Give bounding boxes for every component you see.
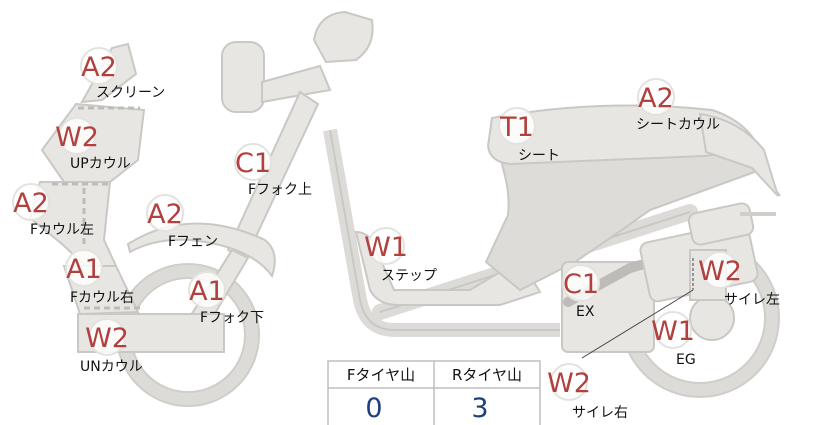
part-label: サイレ左	[724, 292, 780, 308]
part-up-cowl: W2 UPカウル	[55, 117, 131, 172]
part-label: ステップ	[381, 268, 437, 284]
front-fender	[126, 222, 276, 279]
part-label: EX	[576, 304, 595, 320]
part-label: スクリーン	[96, 85, 165, 101]
leader-line-silencer-right	[581, 289, 694, 359]
part-label: UNカウル	[80, 359, 143, 375]
grade-text: A2	[81, 52, 117, 83]
part-screen: A2 スクリーン	[80, 47, 165, 101]
part-label: UPカウル	[70, 156, 131, 172]
part-silencer-left: W2 サイレ左	[698, 251, 780, 308]
grade-badge	[234, 143, 272, 181]
part-f-fork-upper: C1 Fフォク上	[234, 143, 312, 198]
rear-tire-value: 3	[471, 393, 488, 424]
grade-text: W1	[651, 316, 695, 347]
part-un-cowl: W2 UNカウル	[80, 318, 143, 375]
grade-text: C1	[235, 148, 271, 179]
part-label: EG	[676, 352, 696, 368]
grade-text: W2	[547, 368, 591, 399]
grade-badge	[654, 311, 692, 349]
part-exhaust: C1 EX	[562, 264, 600, 320]
part-seat: T1 シート	[498, 107, 560, 164]
part-f-cowl-right: A1 Fカウル右	[65, 249, 134, 306]
part-label: Fカウル右	[70, 290, 134, 306]
grade-badge	[58, 117, 96, 155]
part-label: Fフェン	[168, 234, 218, 250]
grade-badge	[12, 183, 50, 221]
grade-text: W2	[698, 256, 742, 287]
grade-text: A1	[66, 254, 102, 285]
grade-badge	[65, 249, 103, 287]
part-seat-cowl: A2 シートカウル	[636, 78, 720, 133]
grade-text: W2	[55, 122, 99, 153]
part-engine: W1 EG	[651, 311, 696, 368]
part-f-fender: A2 Fフェン	[146, 194, 218, 250]
part-silencer-right: W2 サイレ右	[547, 363, 628, 421]
grade-text: W2	[85, 323, 129, 354]
grade-badge	[367, 227, 405, 265]
grade-text: A2	[638, 83, 674, 114]
part-f-fork-lower: A1 Fフォク下	[188, 271, 264, 326]
front-tire-value: 0	[365, 393, 382, 424]
grade-badge	[701, 251, 739, 289]
grade-badge	[80, 47, 118, 85]
grade-badge	[637, 78, 675, 116]
grade-text: A2	[13, 188, 49, 219]
rear-tire-header: Rタイヤ山	[452, 366, 522, 384]
handle-assembly	[221, 10, 374, 113]
part-label: シートカウル	[636, 117, 720, 133]
grade-badge	[562, 264, 600, 302]
grade-badge	[88, 318, 126, 356]
front-tire-header: Fタイヤ山	[347, 366, 415, 384]
tire-tread-table: Fタイヤ山 Rタイヤ山 0 3	[327, 360, 541, 425]
part-step: W1 ステップ	[364, 227, 437, 284]
part-label: Fカウル左	[30, 222, 94, 238]
grade-text: A2	[147, 199, 183, 230]
part-label: サイレ右	[572, 405, 628, 421]
part-label: Fフォク上	[248, 182, 312, 198]
grade-badge	[550, 363, 588, 401]
grade-text: C1	[563, 269, 599, 300]
part-label: シート	[518, 148, 560, 164]
grade-text: T1	[499, 112, 534, 143]
grade-badge	[146, 194, 184, 232]
grade-badge	[188, 271, 226, 309]
part-label: Fフォク下	[200, 310, 264, 326]
grade-badge	[498, 107, 536, 145]
rear-body	[484, 104, 781, 292]
grade-text: A1	[189, 276, 225, 307]
grade-text: W1	[364, 232, 408, 263]
part-f-cowl-left: A2 Fカウル左	[12, 183, 94, 238]
